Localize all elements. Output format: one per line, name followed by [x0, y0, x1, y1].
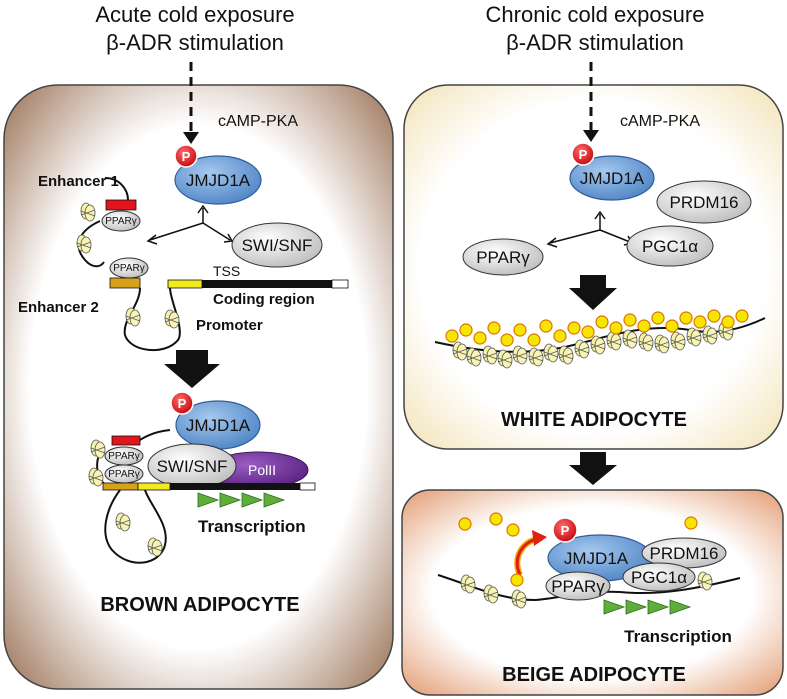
enhancer1-region-bottom [111, 435, 141, 446]
right-down-arrow-1 [569, 275, 617, 310]
right-pgc1a-top-label: PGC1α [642, 237, 698, 256]
left-phospho-bottom [170, 391, 194, 415]
ppar-enhancer2-label: PPARγ [113, 263, 145, 274]
right-arrow-up [594, 210, 606, 230]
enhancer2-region [109, 277, 141, 289]
promoter-label: Promoter [196, 317, 263, 334]
right-jmjd1a-top [569, 155, 655, 201]
beige-transcription-label: Transcription [624, 627, 732, 646]
coding-region-label: Coding region [213, 291, 315, 308]
right-ppar-top [462, 238, 544, 276]
polii-label: PolII [248, 462, 276, 478]
prdm16-top-label: PRDM16 [670, 193, 739, 212]
enhancer2-region-bottom [102, 482, 139, 491]
enhancer1-dna [104, 177, 129, 201]
right-header-line2: β-ADR stimulation [506, 30, 684, 55]
interaction-arrow-right [202, 222, 234, 243]
left-camp-pka-label: cAMP-PKA [218, 113, 298, 130]
left-phospho-bottom-label: P [178, 396, 187, 411]
ppar-bottom-1-label: PPARγ [108, 451, 140, 462]
enhancer1-label: Enhancer 1 [38, 173, 119, 190]
prdm16-top [656, 180, 752, 224]
utr-region [331, 279, 349, 289]
right-phospho-top-label: P [579, 147, 588, 162]
left-header-line2: β-ADR stimulation [106, 30, 284, 55]
left-swisnf-top [231, 222, 323, 268]
left-jmjd1a-top [174, 155, 262, 205]
right-phospho-top [571, 142, 595, 166]
promoter-region-bottom [137, 482, 171, 491]
right-camp-pka-label: cAMP-PKA [620, 113, 700, 130]
ppar-enhancer1 [101, 210, 141, 232]
white-cell-panel [403, 84, 784, 450]
bound-methyl [510, 573, 524, 587]
ppar-enhancer1-label: PPARγ [105, 216, 137, 227]
left-dna-loop1 [77, 220, 105, 268]
right-signal-arrowhead [583, 130, 599, 142]
beige-ppar-label: PPARγ [551, 577, 605, 596]
enhancer1-region [105, 199, 137, 211]
demethylation-arrowhead [532, 530, 547, 546]
utr-region-bottom [299, 482, 316, 491]
left-jmjd1a-bottom-label: JMJD1A [186, 416, 251, 435]
left-dna-loop-bottom [104, 489, 167, 564]
left-jmjd1a-top-label: JMJD1A [186, 171, 251, 190]
left-swisnf-top-label: SWI/SNF [242, 236, 313, 255]
white-adipocyte-label: WHITE ADIPOCYTE [501, 409, 687, 431]
beige-ppar [545, 571, 611, 601]
beige-prdm16-label: PRDM16 [650, 544, 719, 563]
beige-pgc1a [622, 562, 696, 592]
right-header-line1: Chronic cold exposure [486, 2, 705, 27]
left-phospho-top-label: P [182, 149, 191, 164]
left-signal-arrowhead [183, 132, 199, 144]
right-pgc1a-top [626, 225, 714, 267]
beige-pgc1a-label: PGC1α [631, 568, 687, 587]
right-down-arrow-2 [569, 452, 617, 485]
right-arrow-left [546, 229, 601, 248]
beige-adipocyte-label: BEIGE ADIPOCYTE [502, 664, 686, 686]
left-swisnf-bottom-label: SWI/SNF [157, 457, 228, 476]
coding-region-bar [202, 280, 332, 288]
left-header-line1: Acute cold exposure [95, 2, 294, 27]
beige-phospho [552, 517, 578, 543]
left-phospho-top [174, 144, 198, 168]
beige-phospho-label: P [561, 523, 570, 538]
interaction-arrow-up [197, 204, 209, 223]
enhancer2-label: Enhancer 2 [18, 299, 99, 316]
coding-region-bottom [170, 483, 300, 490]
right-jmjd1a-top-label: JMJD1A [580, 169, 645, 188]
left-transcription-label: Transcription [198, 517, 306, 536]
brown-adipocyte-label: BROWN ADIPOCYTE [100, 594, 299, 616]
ppar-bottom-2-label: PPARγ [108, 469, 140, 480]
promoter-region [167, 279, 203, 289]
beige-jmjd1a-label: JMJD1A [564, 549, 629, 568]
interaction-arrow-left [146, 222, 204, 245]
right-ppar-top-label: PPARγ [476, 248, 530, 267]
tss-label: TSS [213, 263, 240, 279]
left-down-arrow [164, 350, 220, 388]
